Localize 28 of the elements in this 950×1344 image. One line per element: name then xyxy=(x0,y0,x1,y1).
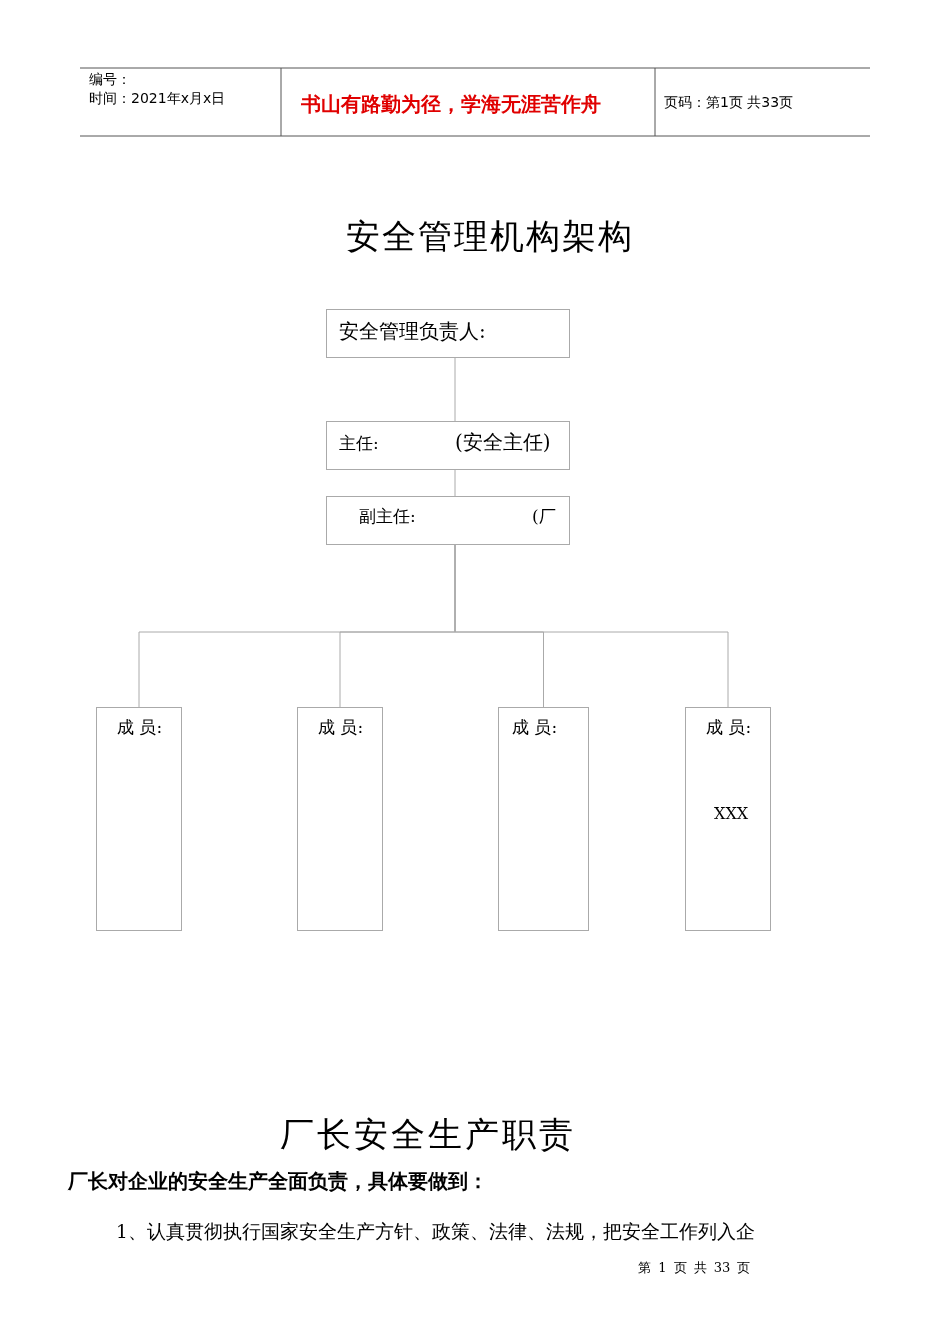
role-note: (安全主任) xyxy=(455,429,551,456)
member-box xyxy=(297,707,383,931)
role-label: 副主任: xyxy=(359,505,416,528)
page-footer: 第 1 页 共 33 页 xyxy=(638,1259,751,1277)
connector-line xyxy=(454,469,456,497)
role-box xyxy=(326,309,570,358)
page-number: 页码：第1页 共33页 xyxy=(664,94,794,112)
role-label: 主任: xyxy=(339,432,379,455)
role-label: 成 员: xyxy=(706,716,752,739)
connector-line xyxy=(454,357,456,422)
motto-text: 书山有路勤为径，学海无涯苦作舟 xyxy=(301,91,601,118)
role-box xyxy=(326,421,570,470)
role-note: (厂 xyxy=(532,505,556,528)
page-title: 安全管理机构架构 xyxy=(346,215,634,258)
body-text: 1、认真贯彻执行国家安全生产方针、政策、法律、法规，把安全工作列入企 xyxy=(116,1220,755,1244)
role-label: 成 员: xyxy=(117,716,163,739)
role-label: 成 员: xyxy=(512,716,558,739)
role-note: XXX xyxy=(714,804,749,823)
section-heading: 厂长安全生产职责 xyxy=(280,1113,576,1156)
field-label: 编号： xyxy=(89,71,131,89)
intro-text: 厂长对企业的安全生产全面负责，具体要做到： xyxy=(68,1168,488,1195)
role-label: 安全管理负责人: xyxy=(339,318,486,345)
member-box xyxy=(96,707,182,931)
date-field: 时间：2021年x月x日 xyxy=(89,90,226,108)
member-box xyxy=(498,707,589,931)
member-box xyxy=(685,707,771,931)
role-label: 成 员: xyxy=(318,716,364,739)
role-box xyxy=(326,496,570,545)
